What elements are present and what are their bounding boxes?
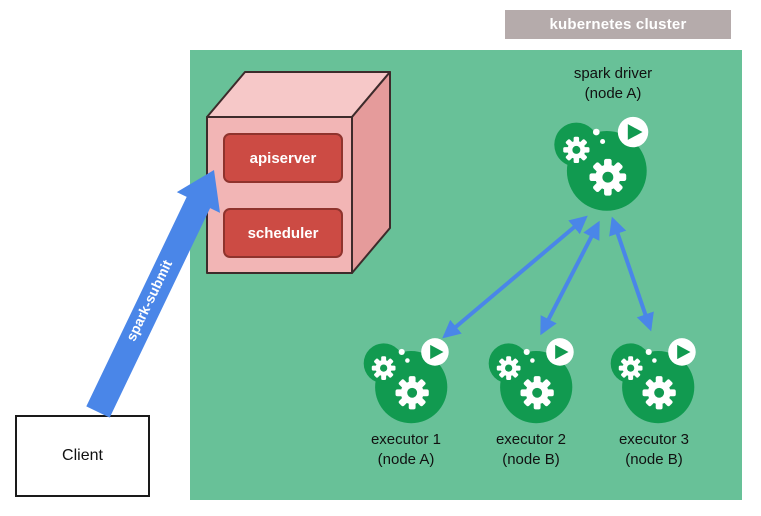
spark-driver-title: spark driver: [573, 65, 653, 82]
spark-driver-label: spark driver (node A): [538, 64, 688, 104]
executor-3-pod-icon: [605, 332, 700, 427]
apiserver-box: apiserver: [223, 133, 343, 183]
spark-submit-arrow-label: spark-submit: [123, 257, 176, 343]
executor-1-title: executor 1: [370, 431, 442, 448]
spark-driver-node: (node A): [584, 85, 642, 102]
executor-2-label: executor 2 (node B): [470, 430, 592, 470]
executor-2-pod-icon: [483, 332, 578, 427]
scheduler-box: scheduler: [223, 208, 343, 258]
executor-2-title: executor 2: [495, 431, 567, 448]
executor-1-label: executor 1 (node A): [345, 430, 467, 470]
executor-1-node: (node A): [377, 451, 435, 468]
kubernetes-cluster-label: kubernetes cluster: [505, 10, 731, 39]
executor-2-node: (node B): [502, 451, 560, 468]
executor-3-node: (node B): [625, 451, 683, 468]
executor-1-pod-icon: [358, 332, 453, 427]
spark-driver-pod-icon: [548, 110, 653, 215]
executor-3-label: executor 3 (node B): [593, 430, 715, 470]
client-box: Client: [15, 415, 150, 497]
executor-3-title: executor 3: [618, 431, 690, 448]
